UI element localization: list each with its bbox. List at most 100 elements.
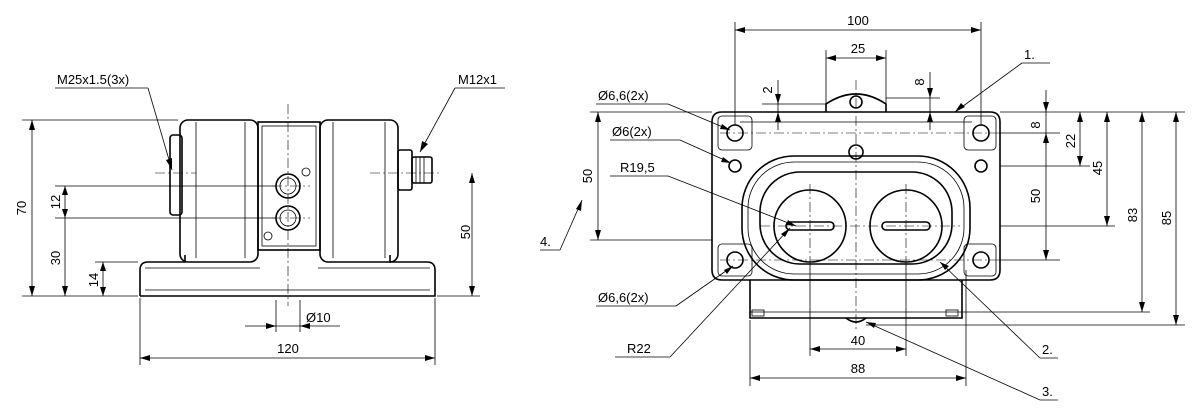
arrow bbox=[576, 200, 582, 211]
arrow bbox=[1077, 156, 1083, 166]
hole-6-r bbox=[974, 159, 988, 173]
arrow bbox=[775, 94, 781, 104]
leader-r22 bbox=[669, 227, 791, 358]
arrow bbox=[100, 287, 106, 296]
arrow bbox=[1043, 250, 1049, 260]
arrow bbox=[927, 112, 933, 122]
dim-45-label: 45 bbox=[1090, 161, 1105, 175]
arrow bbox=[62, 186, 68, 195]
arrow bbox=[786, 220, 796, 226]
arrow bbox=[166, 158, 172, 170]
right-housing bbox=[319, 119, 399, 263]
arrow bbox=[469, 286, 475, 296]
dim-50-label: 50 bbox=[458, 225, 473, 239]
arrow bbox=[1139, 112, 1145, 122]
arrow bbox=[927, 88, 933, 98]
arrow bbox=[735, 27, 745, 33]
arrow bbox=[140, 355, 150, 361]
arrow bbox=[469, 173, 475, 183]
arrow bbox=[425, 355, 435, 361]
callout-2-label: 2. bbox=[1042, 342, 1053, 357]
dim-70-label: 70 bbox=[14, 201, 29, 215]
arrow bbox=[1173, 112, 1179, 122]
arrow bbox=[595, 112, 601, 122]
small-hole bbox=[301, 167, 311, 177]
radius-195-label: R19,5 bbox=[620, 160, 655, 175]
arrow bbox=[1173, 315, 1179, 325]
dim-85-label: 85 bbox=[1159, 211, 1174, 225]
dim-25-label: 25 bbox=[851, 41, 865, 56]
dim-88-label: 88 bbox=[851, 361, 865, 376]
arrow bbox=[775, 112, 781, 122]
base-plate bbox=[139, 255, 436, 297]
arrow bbox=[826, 55, 836, 61]
arrow bbox=[721, 157, 731, 163]
arrow bbox=[810, 346, 820, 352]
arrow bbox=[420, 141, 428, 152]
skirt-tab-left bbox=[751, 309, 765, 317]
arrow bbox=[62, 286, 68, 296]
arrow bbox=[100, 262, 106, 271]
arrow bbox=[266, 323, 276, 329]
hole-66-bottom-label: Ø6,6(2x) bbox=[598, 290, 649, 305]
arrow bbox=[595, 230, 601, 240]
callout-4-label: 4. bbox=[540, 234, 551, 249]
leader-hole66-top bbox=[667, 103, 731, 131]
dim-2-label: 2 bbox=[760, 86, 775, 93]
small-hole-2 bbox=[263, 231, 273, 241]
arrow bbox=[971, 27, 981, 33]
m12-leader bbox=[419, 87, 456, 153]
dim-120-label: 120 bbox=[277, 341, 299, 356]
hole-6-l bbox=[728, 159, 742, 173]
arrow bbox=[1104, 112, 1110, 122]
right-connector-base bbox=[397, 149, 413, 191]
dim-100-label: 100 bbox=[847, 13, 869, 28]
arrow bbox=[866, 322, 876, 328]
dim-14-label: 14 bbox=[86, 273, 101, 287]
skirt-tab-right bbox=[945, 309, 959, 317]
dim-40-label: 40 bbox=[851, 333, 865, 348]
callout-2-leader bbox=[939, 261, 1041, 359]
callout-3-leader bbox=[865, 321, 1041, 401]
dim-50-left-label: 50 bbox=[580, 169, 595, 183]
right-connector bbox=[411, 156, 433, 184]
arrow bbox=[62, 209, 68, 218]
arrow bbox=[1104, 216, 1110, 226]
dim-8-top-label: 8 bbox=[912, 78, 927, 85]
radius-22-label: R22 bbox=[627, 341, 651, 356]
callout-1-label: 1. bbox=[1024, 47, 1035, 62]
arrow bbox=[29, 120, 35, 130]
dim-12-label: 12 bbox=[48, 195, 63, 209]
dia-10-label: Ø10 bbox=[306, 310, 331, 325]
hole-66-top-label: Ø6,6(2x) bbox=[598, 88, 649, 103]
dim-50-right-label: 50 bbox=[1028, 189, 1043, 203]
arrow bbox=[724, 266, 733, 274]
arrow bbox=[29, 286, 35, 296]
arrow bbox=[750, 375, 760, 381]
dim-22-label: 22 bbox=[1063, 134, 1078, 148]
dim-30-label: 30 bbox=[48, 251, 63, 265]
arrow bbox=[876, 55, 886, 61]
thread-m25-label: M25x1.5(3x) bbox=[57, 72, 129, 87]
arrow bbox=[1077, 112, 1083, 122]
arrow bbox=[1043, 102, 1049, 112]
dim-83-label: 83 bbox=[1125, 208, 1140, 222]
arrow bbox=[781, 228, 790, 237]
arrow bbox=[956, 375, 966, 381]
hole-6-label: Ø6(2x) bbox=[612, 124, 652, 139]
right-view: 100 25 2 8 8 2 bbox=[540, 13, 1185, 401]
arrow bbox=[955, 103, 965, 112]
m25-leader bbox=[147, 87, 173, 171]
left-gland bbox=[169, 134, 183, 216]
arrow bbox=[940, 262, 949, 270]
left-view: 70 12 30 14 50 120 bbox=[14, 72, 505, 365]
thread-m12-label: M12x1 bbox=[458, 72, 497, 87]
callout-3-label: 3. bbox=[1042, 384, 1053, 399]
outer-body bbox=[711, 111, 1001, 281]
callout-1-leader bbox=[954, 62, 1023, 113]
arrow bbox=[1139, 302, 1145, 312]
arrow bbox=[896, 346, 906, 352]
leader-r195 bbox=[667, 175, 797, 227]
dim-8-right-label: 8 bbox=[1028, 121, 1043, 128]
